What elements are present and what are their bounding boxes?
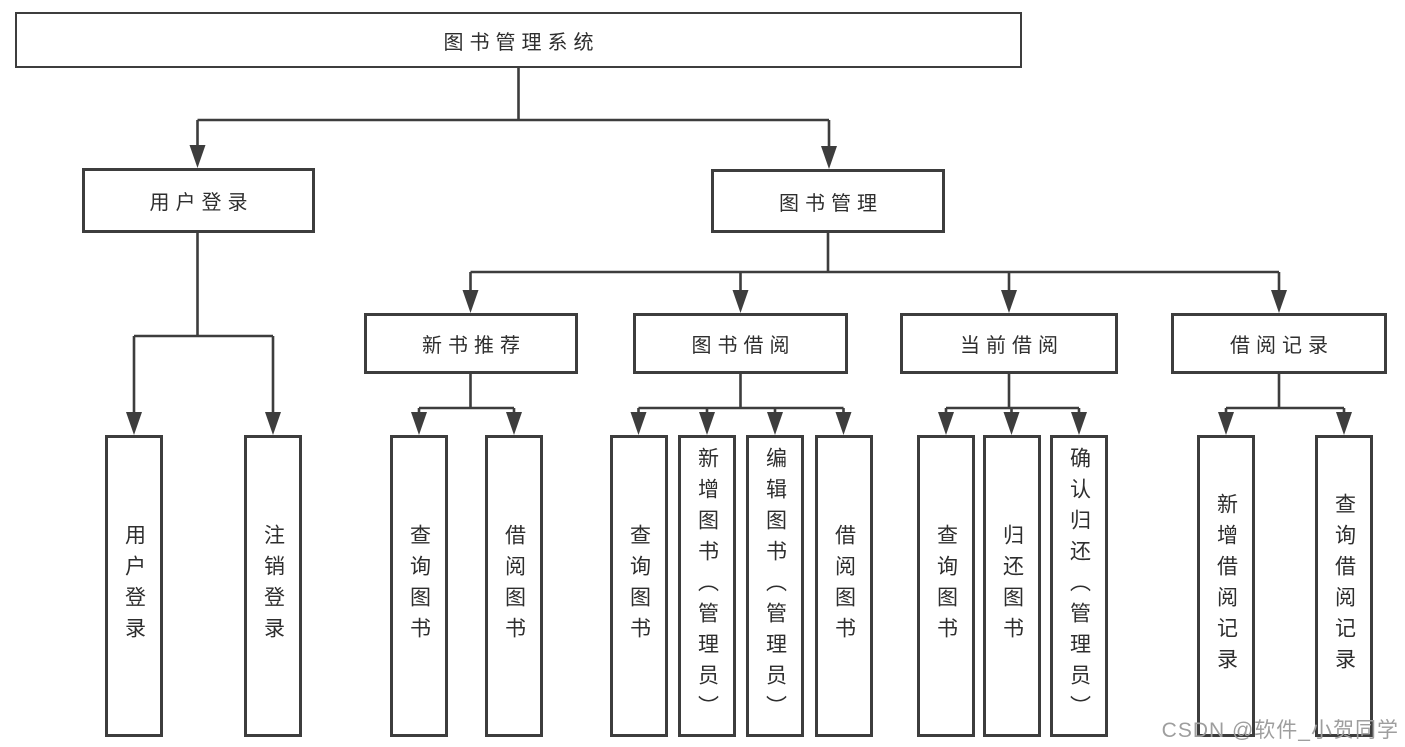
node-new-book-recommend: 新书推荐 <box>364 313 578 374</box>
arrow-down-icon <box>1218 412 1234 435</box>
arrow-down-icon <box>189 145 206 168</box>
arrow-down-icon <box>1003 412 1020 435</box>
arrow-down-icon <box>1271 290 1287 313</box>
node-label: 新书推荐 <box>422 335 526 357</box>
leaf-add-borrow-record: 新增借阅记录 <box>1197 435 1255 737</box>
leaf-query-borrow-record: 查询借阅记录 <box>1315 435 1373 737</box>
arrow-down-icon <box>462 290 479 313</box>
leaf-label: 查询图书 <box>407 524 431 648</box>
arrow-down-icon <box>1336 412 1352 435</box>
arrow-down-icon <box>732 290 749 313</box>
leaf-edit-book-admin: 编辑图书（管理员） <box>746 435 804 737</box>
arrow-down-icon <box>938 412 954 435</box>
arrow-down-icon <box>1001 290 1017 313</box>
node-label: 图书借阅 <box>691 335 796 357</box>
arrow-down-icon <box>630 412 647 435</box>
arrow-down-icon <box>835 412 852 435</box>
leaf-label: 查询图书 <box>627 524 651 648</box>
arrow-down-icon <box>699 412 715 435</box>
leaf-borrow-books-2: 借阅图书 <box>815 435 873 737</box>
node-library-system: 图书管理系统 <box>15 12 1022 68</box>
leaf-label: 用户登录 <box>122 524 146 648</box>
leaf-borrow-books-1: 借阅图书 <box>485 435 543 737</box>
node-borrowing-records: 借阅记录 <box>1171 313 1387 374</box>
leaf-confirm-return-admin: 确认归还（管理员） <box>1050 435 1108 737</box>
watermark: CSDN @软件_小贺同学 <box>1161 719 1399 742</box>
node-label: 借阅记录 <box>1230 335 1334 357</box>
node-current-borrowing: 当前借阅 <box>900 313 1118 374</box>
leaf-label: 新增借阅记录 <box>1214 493 1238 679</box>
leaf-label: 借阅图书 <box>832 524 856 648</box>
leaf-query-books-1: 查询图书 <box>390 435 448 737</box>
node-user-login: 用户登录 <box>82 168 315 233</box>
leaf-label: 查询图书 <box>934 524 958 648</box>
leaf-label: 查询借阅记录 <box>1332 493 1356 679</box>
node-label: 图书管理系统 <box>443 31 600 54</box>
arrow-down-icon <box>821 146 837 169</box>
node-label: 用户登录 <box>149 192 254 214</box>
node-book-borrowing: 图书借阅 <box>633 313 848 374</box>
leaf-label: 借阅图书 <box>502 524 526 648</box>
leaf-add-book-admin: 新增图书（管理员） <box>678 435 736 737</box>
connector-lines <box>132 68 1346 417</box>
leaf-user-login: 用户登录 <box>105 435 163 737</box>
leaf-return-books: 归还图书 <box>983 435 1041 737</box>
arrow-down-icon <box>126 412 142 435</box>
arrow-down-icon <box>1071 412 1087 435</box>
arrow-down-icon <box>767 412 783 435</box>
node-label: 图书管理 <box>779 192 883 215</box>
arrow-down-icon <box>506 412 522 435</box>
leaf-query-books-3: 查询图书 <box>917 435 975 737</box>
arrow-down-icon <box>265 412 281 435</box>
leaf-label: 注销登录 <box>261 524 285 648</box>
leaf-logout-login: 注销登录 <box>244 435 302 737</box>
leaf-label: 编辑图书（管理员） <box>763 446 787 726</box>
leaf-label: 确认归还（管理员） <box>1067 446 1091 726</box>
leaf-label: 归还图书 <box>1000 524 1024 648</box>
arrowheads <box>126 145 1352 435</box>
arrow-down-icon <box>411 412 427 435</box>
leaf-label: 新增图书（管理员） <box>695 446 719 726</box>
leaf-query-books-2: 查询图书 <box>610 435 668 737</box>
node-label: 当前借阅 <box>960 335 1064 357</box>
node-book-management: 图书管理 <box>711 169 945 233</box>
